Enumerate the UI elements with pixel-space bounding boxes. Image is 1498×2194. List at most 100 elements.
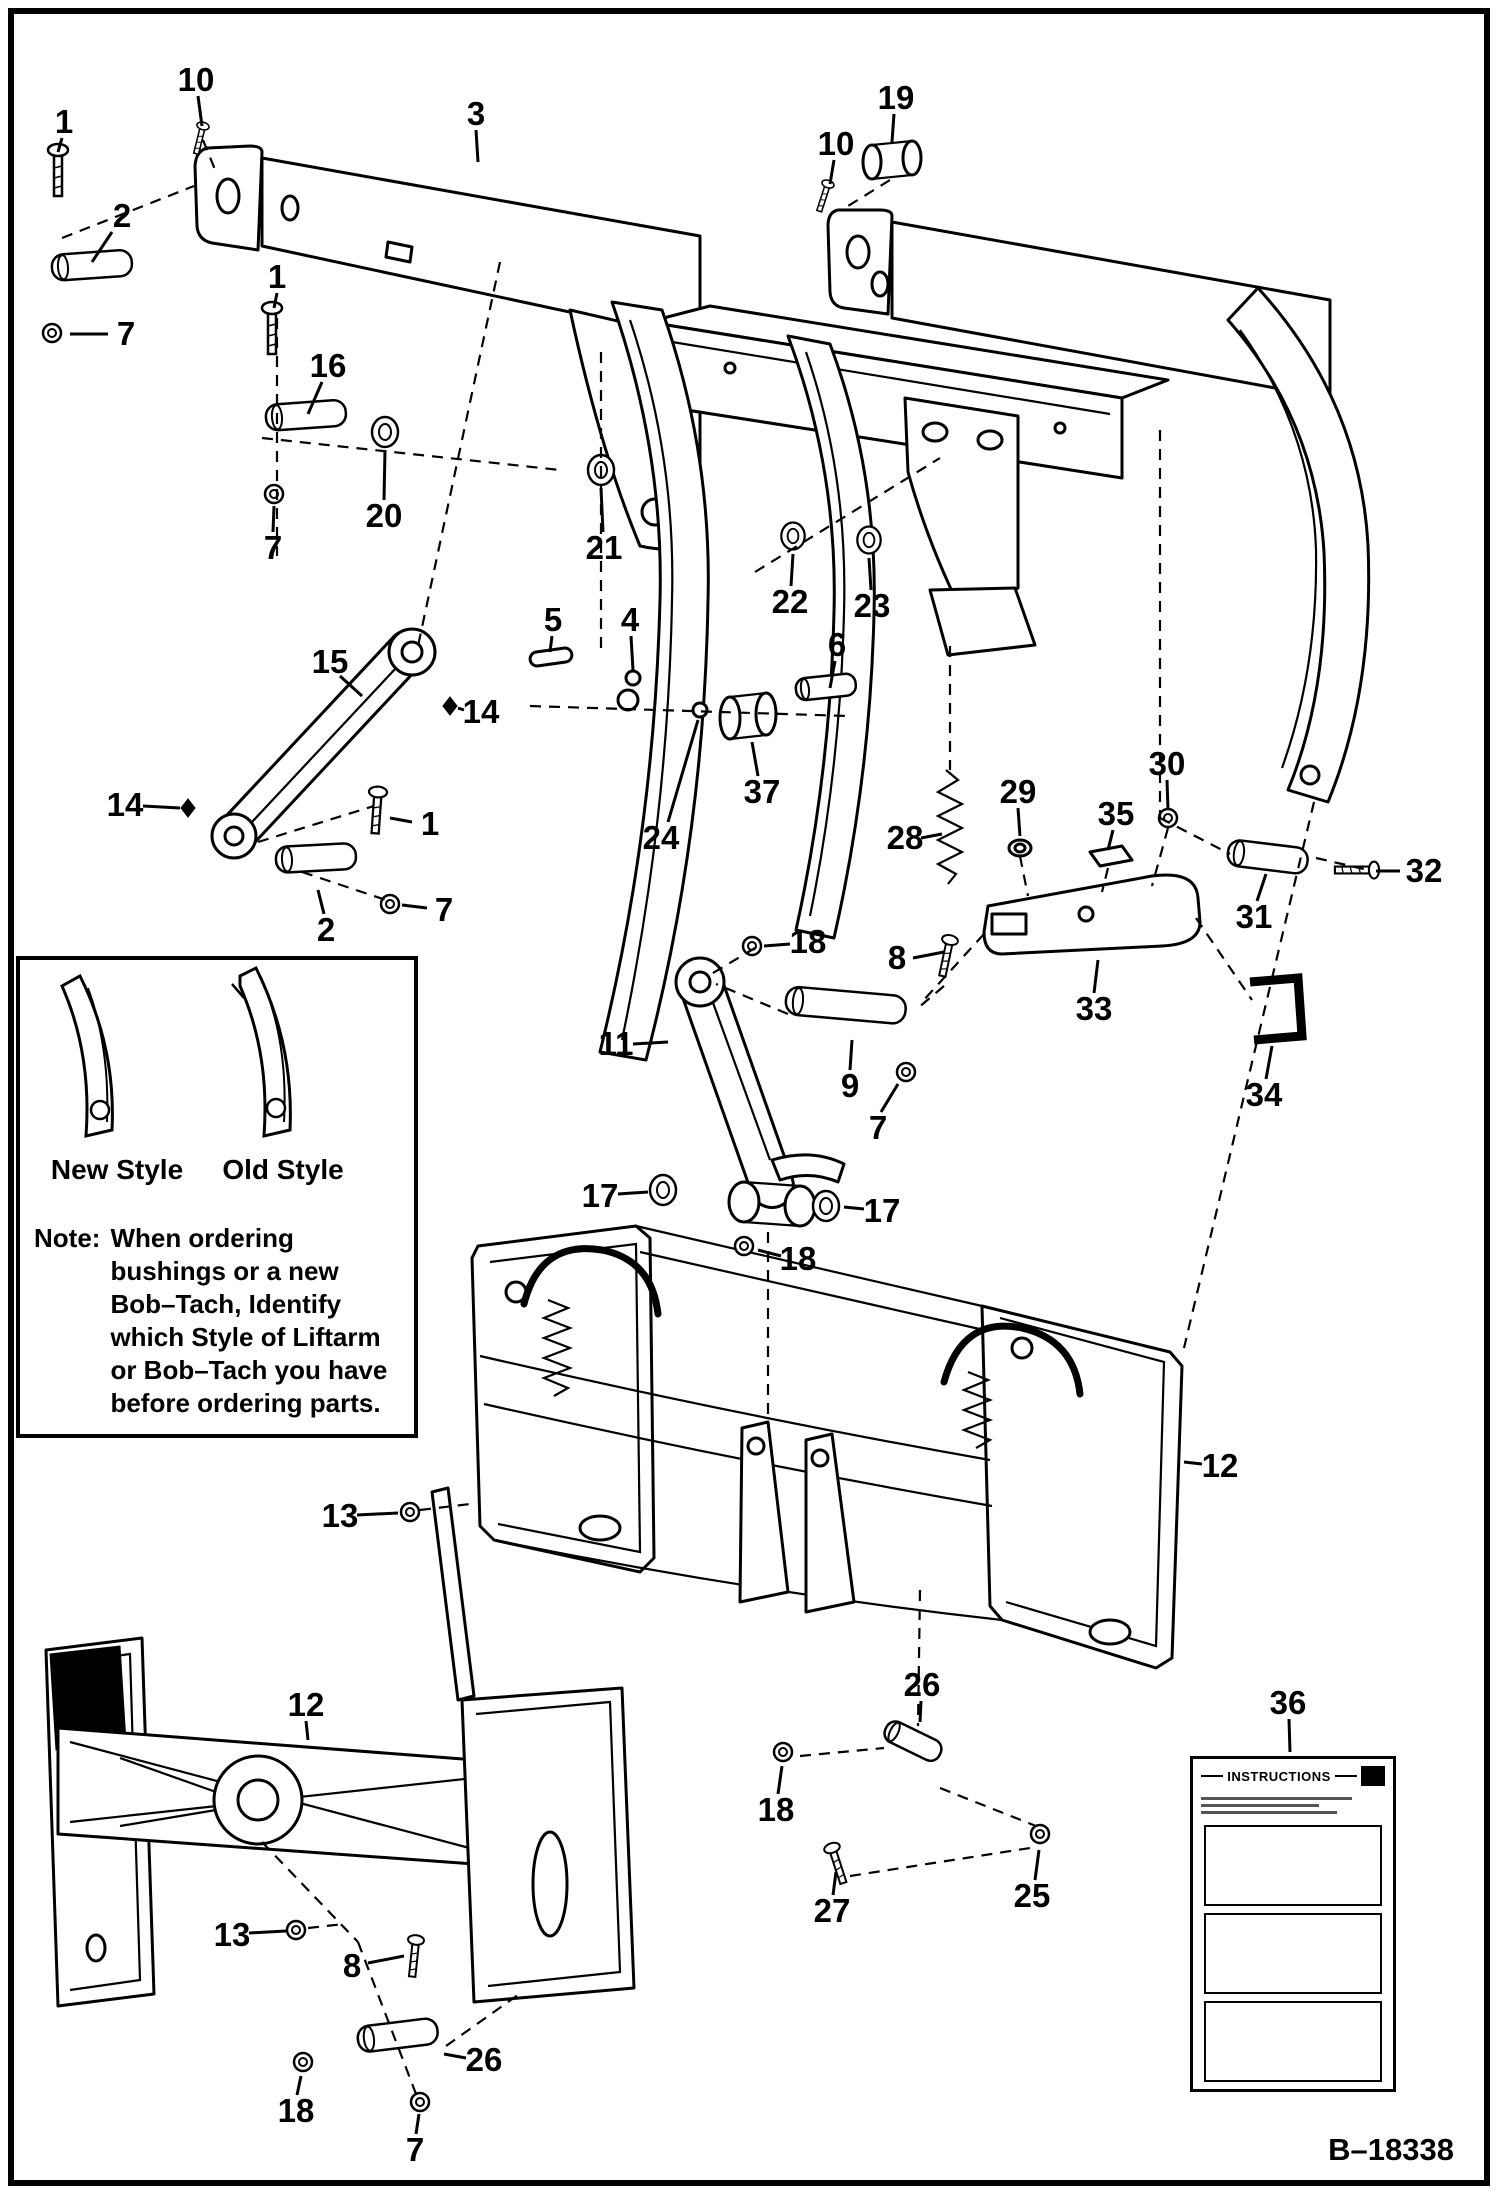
leader-line-5 <box>548 635 554 653</box>
leader-line-3 <box>474 129 480 163</box>
leader-line-12 <box>1183 1460 1203 1466</box>
handle-33 <box>982 873 1202 956</box>
leader-line-1 <box>389 816 413 824</box>
callout-14: 14 <box>462 693 500 730</box>
leader-line-24 <box>666 719 700 823</box>
callout-17: 17 <box>863 1192 901 1229</box>
callout-26: 26 <box>903 1666 941 1703</box>
note-text: When ordering bushings or a new Bob–Tach… <box>110 1223 388 1418</box>
leader-line-9 <box>848 1039 854 1071</box>
callout-19: 19 <box>877 79 915 116</box>
callout-26: 26 <box>465 2041 503 2078</box>
leader-line-8 <box>912 950 945 960</box>
front-pivot-plates <box>598 300 876 1062</box>
leader-line-36 <box>1287 1718 1292 1753</box>
callout-7: 7 <box>116 315 136 352</box>
leader-line-19 <box>890 113 896 143</box>
callout-6: 6 <box>827 626 847 663</box>
callout-25: 25 <box>1013 1877 1051 1914</box>
leader-line-33 <box>1092 959 1100 994</box>
callout-16: 16 <box>309 347 347 384</box>
callout-36: 36 <box>1269 1684 1307 1721</box>
bobtach-frame-lower <box>44 1486 636 2008</box>
callout-31: 31 <box>1235 898 1273 935</box>
callout-2: 2 <box>112 197 132 234</box>
leader-line-29 <box>1016 807 1022 837</box>
leader-line-2 <box>90 231 114 263</box>
leader-line-37 <box>750 741 760 777</box>
leader-line-16 <box>306 381 324 415</box>
callout-18: 18 <box>779 1240 817 1277</box>
leader-line-15 <box>338 674 364 698</box>
leader-line-35 <box>1106 829 1115 851</box>
decal-panel-3 <box>1204 2001 1382 2082</box>
leader-line-8 <box>367 1954 405 1965</box>
callout-18: 18 <box>277 2092 315 2129</box>
ball-24 <box>691 701 709 719</box>
callout-7: 7 <box>405 2131 425 2168</box>
callout-12: 12 <box>1201 1447 1239 1484</box>
new-style-label: New Style <box>50 1154 184 1185</box>
leader-line-13 <box>248 1929 287 1935</box>
leader-line-1 <box>272 292 279 309</box>
decal-rule-left <box>1201 1775 1224 1777</box>
decal-rule-right <box>1334 1775 1357 1777</box>
leader-line-14 <box>457 706 465 712</box>
callout-9: 9 <box>840 1067 860 1104</box>
callout-32: 32 <box>1405 852 1443 889</box>
callout-20: 20 <box>365 497 403 534</box>
callout-37: 37 <box>743 773 781 810</box>
callout-1: 1 <box>54 103 74 140</box>
lift-arm-right <box>826 208 1371 804</box>
leader-line-27 <box>831 1871 838 1896</box>
note-label: Note: <box>34 1223 101 1253</box>
callout-14: 14 <box>106 786 144 823</box>
callout-7: 7 <box>868 1109 888 1146</box>
callout-29: 29 <box>999 773 1037 810</box>
leader-line-30 <box>1165 779 1170 811</box>
link-11 <box>674 956 846 1228</box>
spring-28 <box>935 769 965 885</box>
callout-27: 27 <box>813 1892 851 1929</box>
decal-fine-print <box>1201 1793 1385 1818</box>
callout-11: 11 <box>598 1025 634 1062</box>
leader-line-23 <box>867 557 873 591</box>
old-style-label: Old Style <box>222 1154 344 1185</box>
link-15 <box>210 627 437 860</box>
hardware-parts <box>41 120 1381 2113</box>
callout-33: 33 <box>1075 990 1113 1027</box>
leader-line-10 <box>828 159 836 185</box>
callout-12: 12 <box>287 1686 325 1723</box>
leader-line-18 <box>295 2075 303 2096</box>
leader-line-7 <box>414 2113 421 2135</box>
callout-13: 13 <box>213 1916 251 1953</box>
callout-1: 1 <box>420 805 440 842</box>
callout-1: 1 <box>267 258 287 295</box>
style-profiles-art <box>60 965 292 1138</box>
leader-line-11 <box>632 1040 669 1046</box>
ordering-note: Note: When ordering bushings or a new Bo… <box>34 1222 406 1420</box>
leader-line-1 <box>56 137 64 153</box>
nut-4 <box>624 669 642 687</box>
leader-line-13 <box>356 1511 399 1517</box>
leader-line-7 <box>879 1083 900 1113</box>
leader-line-7 <box>271 505 276 533</box>
leader-line-4 <box>629 635 635 671</box>
leader-line-26 <box>443 2052 467 2060</box>
callout-23: 23 <box>853 587 891 624</box>
leader-line-22 <box>789 553 795 587</box>
new-style-profile <box>60 973 114 1138</box>
leader-line-7 <box>401 903 428 910</box>
callout-5: 5 <box>543 601 563 638</box>
leader-line-6 <box>828 660 837 689</box>
leader-line-26 <box>918 1700 923 1723</box>
decal-title: INSTRUCTIONS <box>1227 1768 1331 1784</box>
bobtach-frame-upper <box>470 1224 1184 1670</box>
leader-line-28 <box>920 832 943 840</box>
leader-line-21 <box>599 487 605 533</box>
leader-line-18 <box>763 942 791 948</box>
